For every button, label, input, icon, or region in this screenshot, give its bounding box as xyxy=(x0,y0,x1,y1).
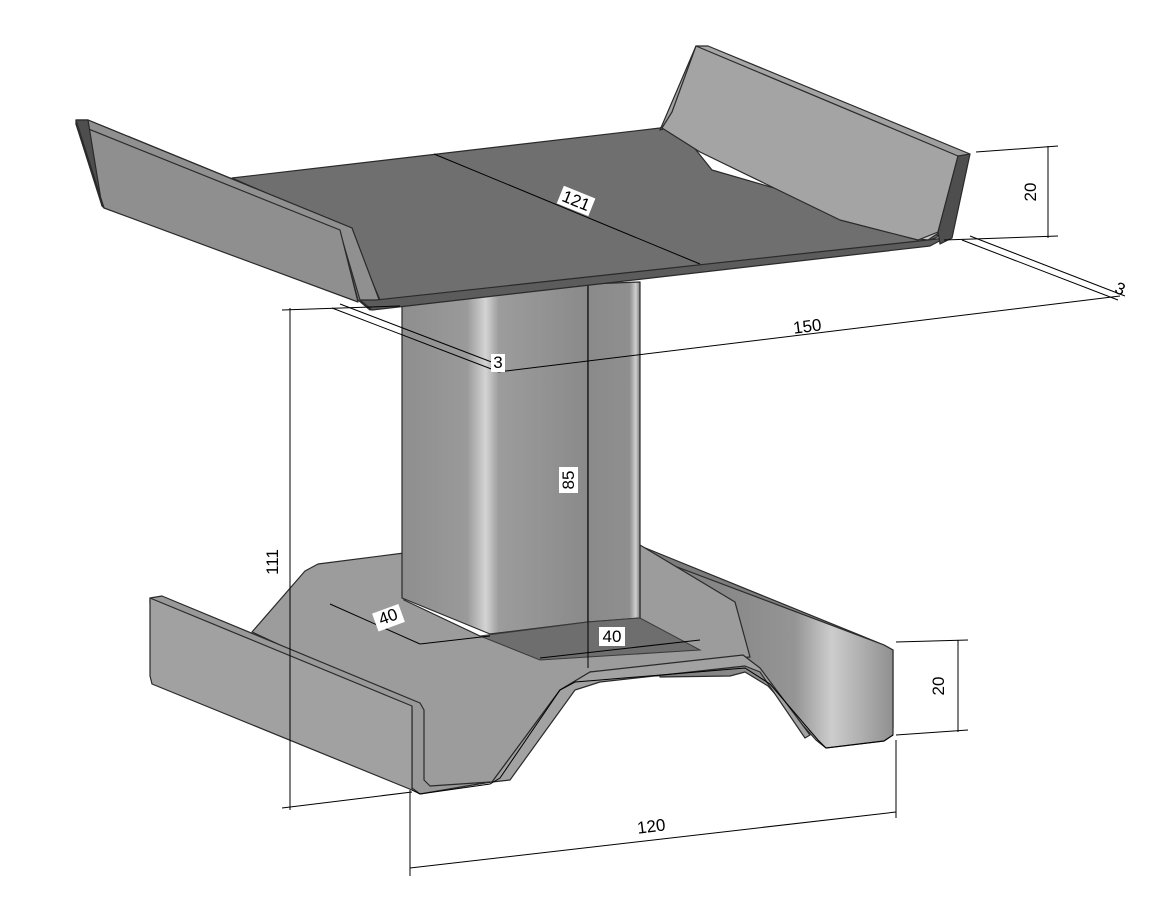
svg-text:20: 20 xyxy=(1021,183,1040,202)
dim-label-top-flange-height: 20 xyxy=(1021,183,1040,202)
dimension-labels: 20 3 121 150 3 85 111 40 40 xyxy=(263,183,1128,838)
dim-label-web-width: 40 xyxy=(599,627,625,646)
svg-text:120: 120 xyxy=(636,815,666,837)
svg-text:3: 3 xyxy=(493,353,502,372)
svg-text:85: 85 xyxy=(559,471,578,490)
base-groove-left-slope xyxy=(491,654,811,783)
top-wall-left-end xyxy=(75,119,105,209)
dim-label-overall-height: 111 xyxy=(263,549,282,575)
top-wall-right-end xyxy=(937,153,971,245)
base-channel xyxy=(149,544,894,795)
svg-text:20: 20 xyxy=(929,677,948,696)
svg-text:111: 111 xyxy=(263,549,282,575)
svg-text:150: 150 xyxy=(792,315,822,337)
svg-text:40: 40 xyxy=(603,627,622,646)
web-foot-shadow xyxy=(478,617,702,661)
vertical-web xyxy=(401,281,702,661)
svg-text:3: 3 xyxy=(1112,278,1128,299)
dim-label-web-depth: 40 xyxy=(372,604,405,632)
dim-label-top-thickness: 3 xyxy=(1112,278,1128,299)
web-side-face xyxy=(587,281,641,623)
dim-label-top-length: 150 xyxy=(792,315,822,337)
dim-label-base-flange-height: 20 xyxy=(929,677,948,696)
top-channel xyxy=(75,45,971,311)
dim-label-base-width: 120 xyxy=(636,815,666,837)
base-left-flange-face xyxy=(149,597,413,791)
web-front-face xyxy=(401,283,589,635)
dimension-lines xyxy=(281,145,1126,876)
dim-label-web-height: 85 xyxy=(559,467,578,493)
dim-label-web-thickness: 3 xyxy=(491,353,505,372)
